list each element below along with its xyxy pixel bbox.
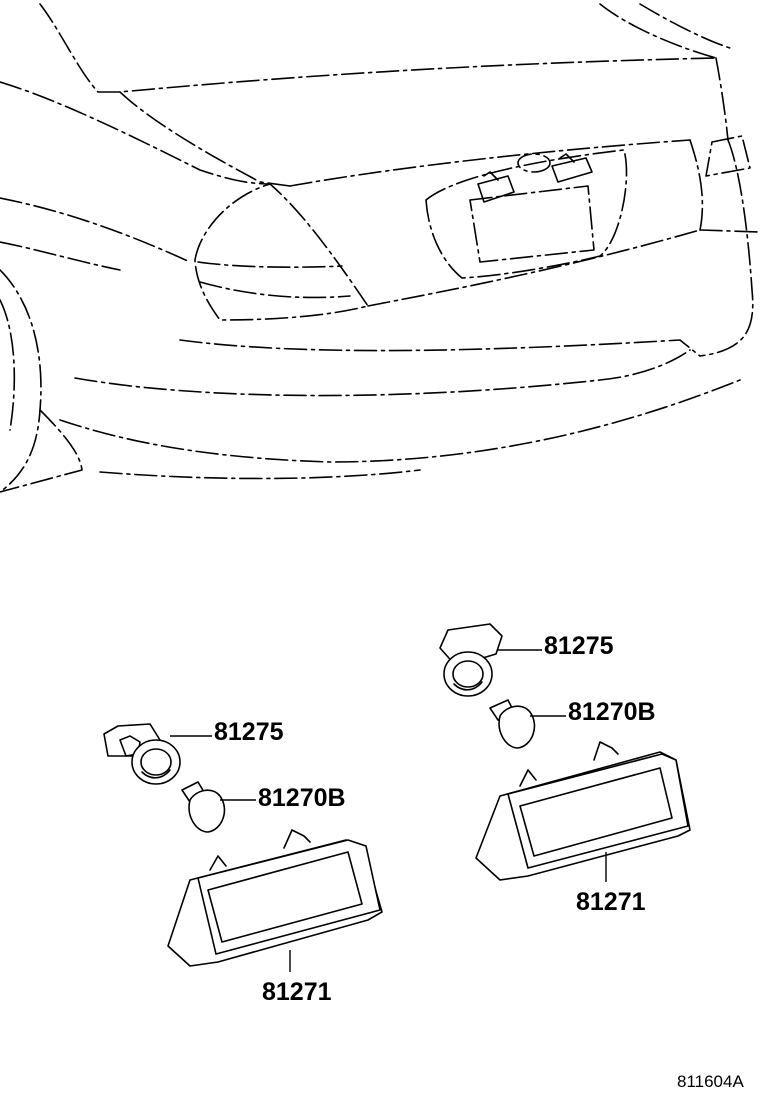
callout-left-socket: 81275 (214, 718, 284, 746)
callout-right-lens: 81271 (576, 888, 646, 916)
callout-left-lens: 81271 (262, 978, 332, 1006)
callout-right-bulb: 81270B (568, 698, 656, 726)
left-lamp-assembly (103, 723, 383, 967)
right-lamp-assembly (439, 623, 691, 881)
leader-lines (170, 649, 607, 972)
vehicle-rear-outline (0, 3, 760, 493)
left-lens-part (167, 829, 383, 967)
right-socket-part (439, 623, 503, 697)
right-bulb-part (489, 699, 536, 749)
callout-right-socket: 81275 (544, 632, 614, 660)
left-socket-part (103, 723, 181, 785)
illustration-code: 811604A (677, 1072, 744, 1091)
left-bulb-part (181, 781, 226, 833)
right-lens-part (475, 741, 691, 881)
callout-left-bulb: 81270B (258, 784, 346, 812)
